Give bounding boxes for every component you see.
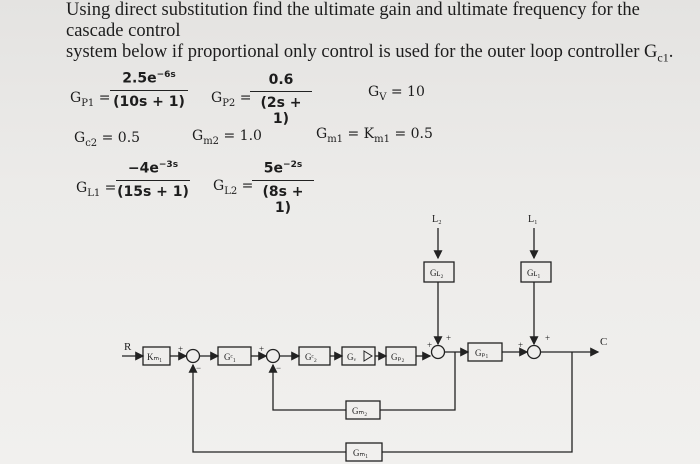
gl1-fraction: −4e−3s (15s + 1) xyxy=(116,160,190,200)
gm1-equation: Gm1 = Km1 = 0.5 xyxy=(316,126,433,145)
block-gm2: Gₘ₂ xyxy=(352,406,367,416)
gp1-fraction: 2.5e−6s (10s + 1) xyxy=(110,70,188,110)
gp1-label: GP1 = xyxy=(70,90,111,109)
block-gc1: Gᶜ₁ xyxy=(224,352,236,362)
question-line-1: Using direct substitution find the ultim… xyxy=(66,0,640,41)
sum3-plus-top: + xyxy=(446,333,451,343)
block-gm1: Gₘ₁ xyxy=(353,448,368,458)
gl2-fraction: 5e−2s (8s + 1) xyxy=(252,160,314,216)
sum4-plus-top: + xyxy=(545,333,550,343)
question-line-2: system below if proportional only contro… xyxy=(66,42,674,65)
valve-icon xyxy=(363,350,373,362)
output-label: C xyxy=(600,336,607,348)
gl1-label: GL1 = xyxy=(76,180,117,199)
disturbance-l2-label: L₂ xyxy=(432,214,442,225)
block-gp1: Gₚ₁ xyxy=(475,348,489,358)
sum2-plus: + xyxy=(259,344,264,354)
sum1-plus: + xyxy=(178,344,183,354)
sum3-plus-left: + xyxy=(427,340,432,350)
gp2-fraction: 0.6 (2s + 1) xyxy=(250,72,312,127)
sum2-minus: − xyxy=(276,363,281,373)
gm2-equation: Gm2 = 1.0 xyxy=(192,128,262,147)
gl2-label: GL2 = xyxy=(213,178,254,197)
disturbance-l1-label: L₁ xyxy=(528,214,538,225)
block-km1: Kₘ₁ xyxy=(147,352,162,362)
gv-equation: GV = 10 xyxy=(368,84,425,103)
block-gv: Gᵥ xyxy=(347,352,356,362)
gp2-label: GP2 = xyxy=(211,90,252,109)
sum4-plus-left: + xyxy=(518,340,523,350)
sum1-minus: − xyxy=(196,363,201,373)
question-text: Using direct substitution find the ultim… xyxy=(66,0,686,69)
gc2-equation: Gc2 = 0.5 xyxy=(74,130,141,149)
input-label: R xyxy=(124,341,132,353)
block-gl2: Gʟ₂ xyxy=(430,268,444,278)
block-gl1: Gʟ₁ xyxy=(527,268,541,278)
block-gc2: Gᶜ₂ xyxy=(305,352,317,362)
block-gp2: Gₚ₂ xyxy=(391,352,405,362)
